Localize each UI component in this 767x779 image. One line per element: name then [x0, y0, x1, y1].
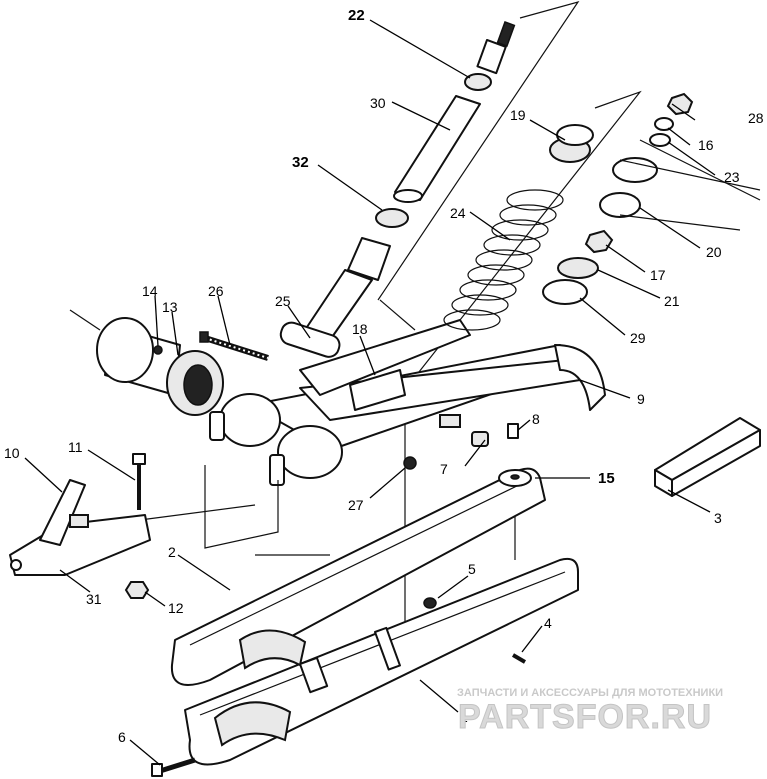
callout-16: 16 — [698, 137, 714, 153]
seat-hardware — [542, 92, 761, 305]
leader-lines — [24, 19, 716, 766]
callout-24: 24 — [450, 205, 466, 221]
callout-1: 1 — [460, 709, 468, 725]
watermark-tagline: ЗАПЧАСТИ И АКСЕССУАРЫ ДЛЯ МОТОТЕХНИКИ — [457, 687, 723, 699]
square-tube-3 — [654, 417, 761, 497]
rail-upper — [170, 467, 546, 686]
bolt-26 — [199, 331, 269, 361]
callout-9: 9 — [637, 391, 645, 407]
callout-10: 10 — [4, 445, 20, 461]
watermark-brand: PARTSFOR.RU — [458, 698, 712, 736]
callout-12: 12 — [168, 600, 184, 616]
clamp-rings — [204, 393, 343, 549]
callout-11: 11 — [68, 439, 83, 455]
callout-13: 13 — [162, 299, 178, 315]
mounting-bracket — [9, 479, 151, 576]
small-hardware — [151, 423, 532, 777]
callout-23: 23 — [724, 169, 740, 185]
callout-18: 18 — [352, 321, 368, 337]
callout-6: 6 — [118, 729, 126, 745]
callout-2: 2 — [168, 544, 176, 560]
callout-25: 25 — [275, 293, 291, 309]
callout-30: 30 — [370, 95, 386, 111]
watermark: ЗАПЧАСТИ И АКСЕССУАРЫ ДЛЯ МОТОТЕХНИКИ PA… — [457, 687, 723, 737]
callout-26: 26 — [208, 283, 224, 299]
callout-22: 22 — [348, 7, 365, 24]
callout-7: 7 — [440, 461, 448, 477]
shock-absorber — [279, 21, 516, 358]
callout-14: 14 — [142, 283, 158, 299]
bolt-11 — [132, 453, 146, 510]
callout-27: 27 — [348, 497, 364, 513]
callout-4: 4 — [544, 615, 552, 631]
bearing-housing — [96, 317, 224, 416]
callout-31: 31 — [86, 591, 102, 607]
callout-5: 5 — [468, 561, 476, 577]
nut-12 — [124, 581, 150, 599]
callout-20: 20 — [706, 244, 722, 260]
callout-17: 17 — [650, 267, 666, 283]
callout-labels: 22 30 32 19 24 28 16 23 20 17 21 29 9 14… — [4, 7, 764, 745]
spring-24 — [443, 124, 594, 331]
callout-15: 15 — [598, 470, 615, 487]
callout-21: 21 — [664, 293, 680, 309]
swing-arm-frame — [249, 319, 606, 470]
callout-29: 29 — [630, 330, 646, 346]
callout-28: 28 — [748, 110, 764, 126]
callout-19: 19 — [510, 107, 526, 123]
callout-3: 3 — [714, 510, 722, 526]
rail-lower — [184, 557, 579, 766]
callout-8: 8 — [532, 411, 540, 427]
callout-32: 32 — [292, 154, 309, 171]
